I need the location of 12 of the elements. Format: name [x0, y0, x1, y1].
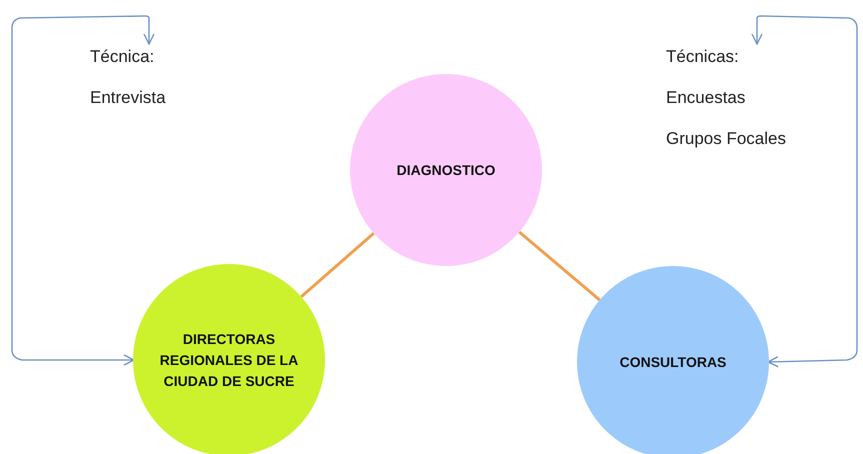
technique-item: Entrevista	[90, 87, 167, 109]
bracket-arrow	[751, 15, 858, 368]
technique-heading: Técnicas:	[666, 46, 740, 68]
connector-line	[300, 232, 375, 298]
connector-line	[518, 230, 601, 302]
technique-heading: Técnica:	[90, 46, 156, 68]
node-label: DIAGNOSTICO	[396, 160, 496, 180]
technique-item: Encuestas	[666, 87, 746, 109]
technique-item: Grupos Focales	[666, 128, 787, 150]
node-label: CONSULTORAS	[620, 352, 726, 372]
bracket-arrow	[11, 15, 155, 366]
node-label: DIRECTORAS REGIONALES DE LA CIUDAD DE SUCRE	[158, 330, 300, 390]
